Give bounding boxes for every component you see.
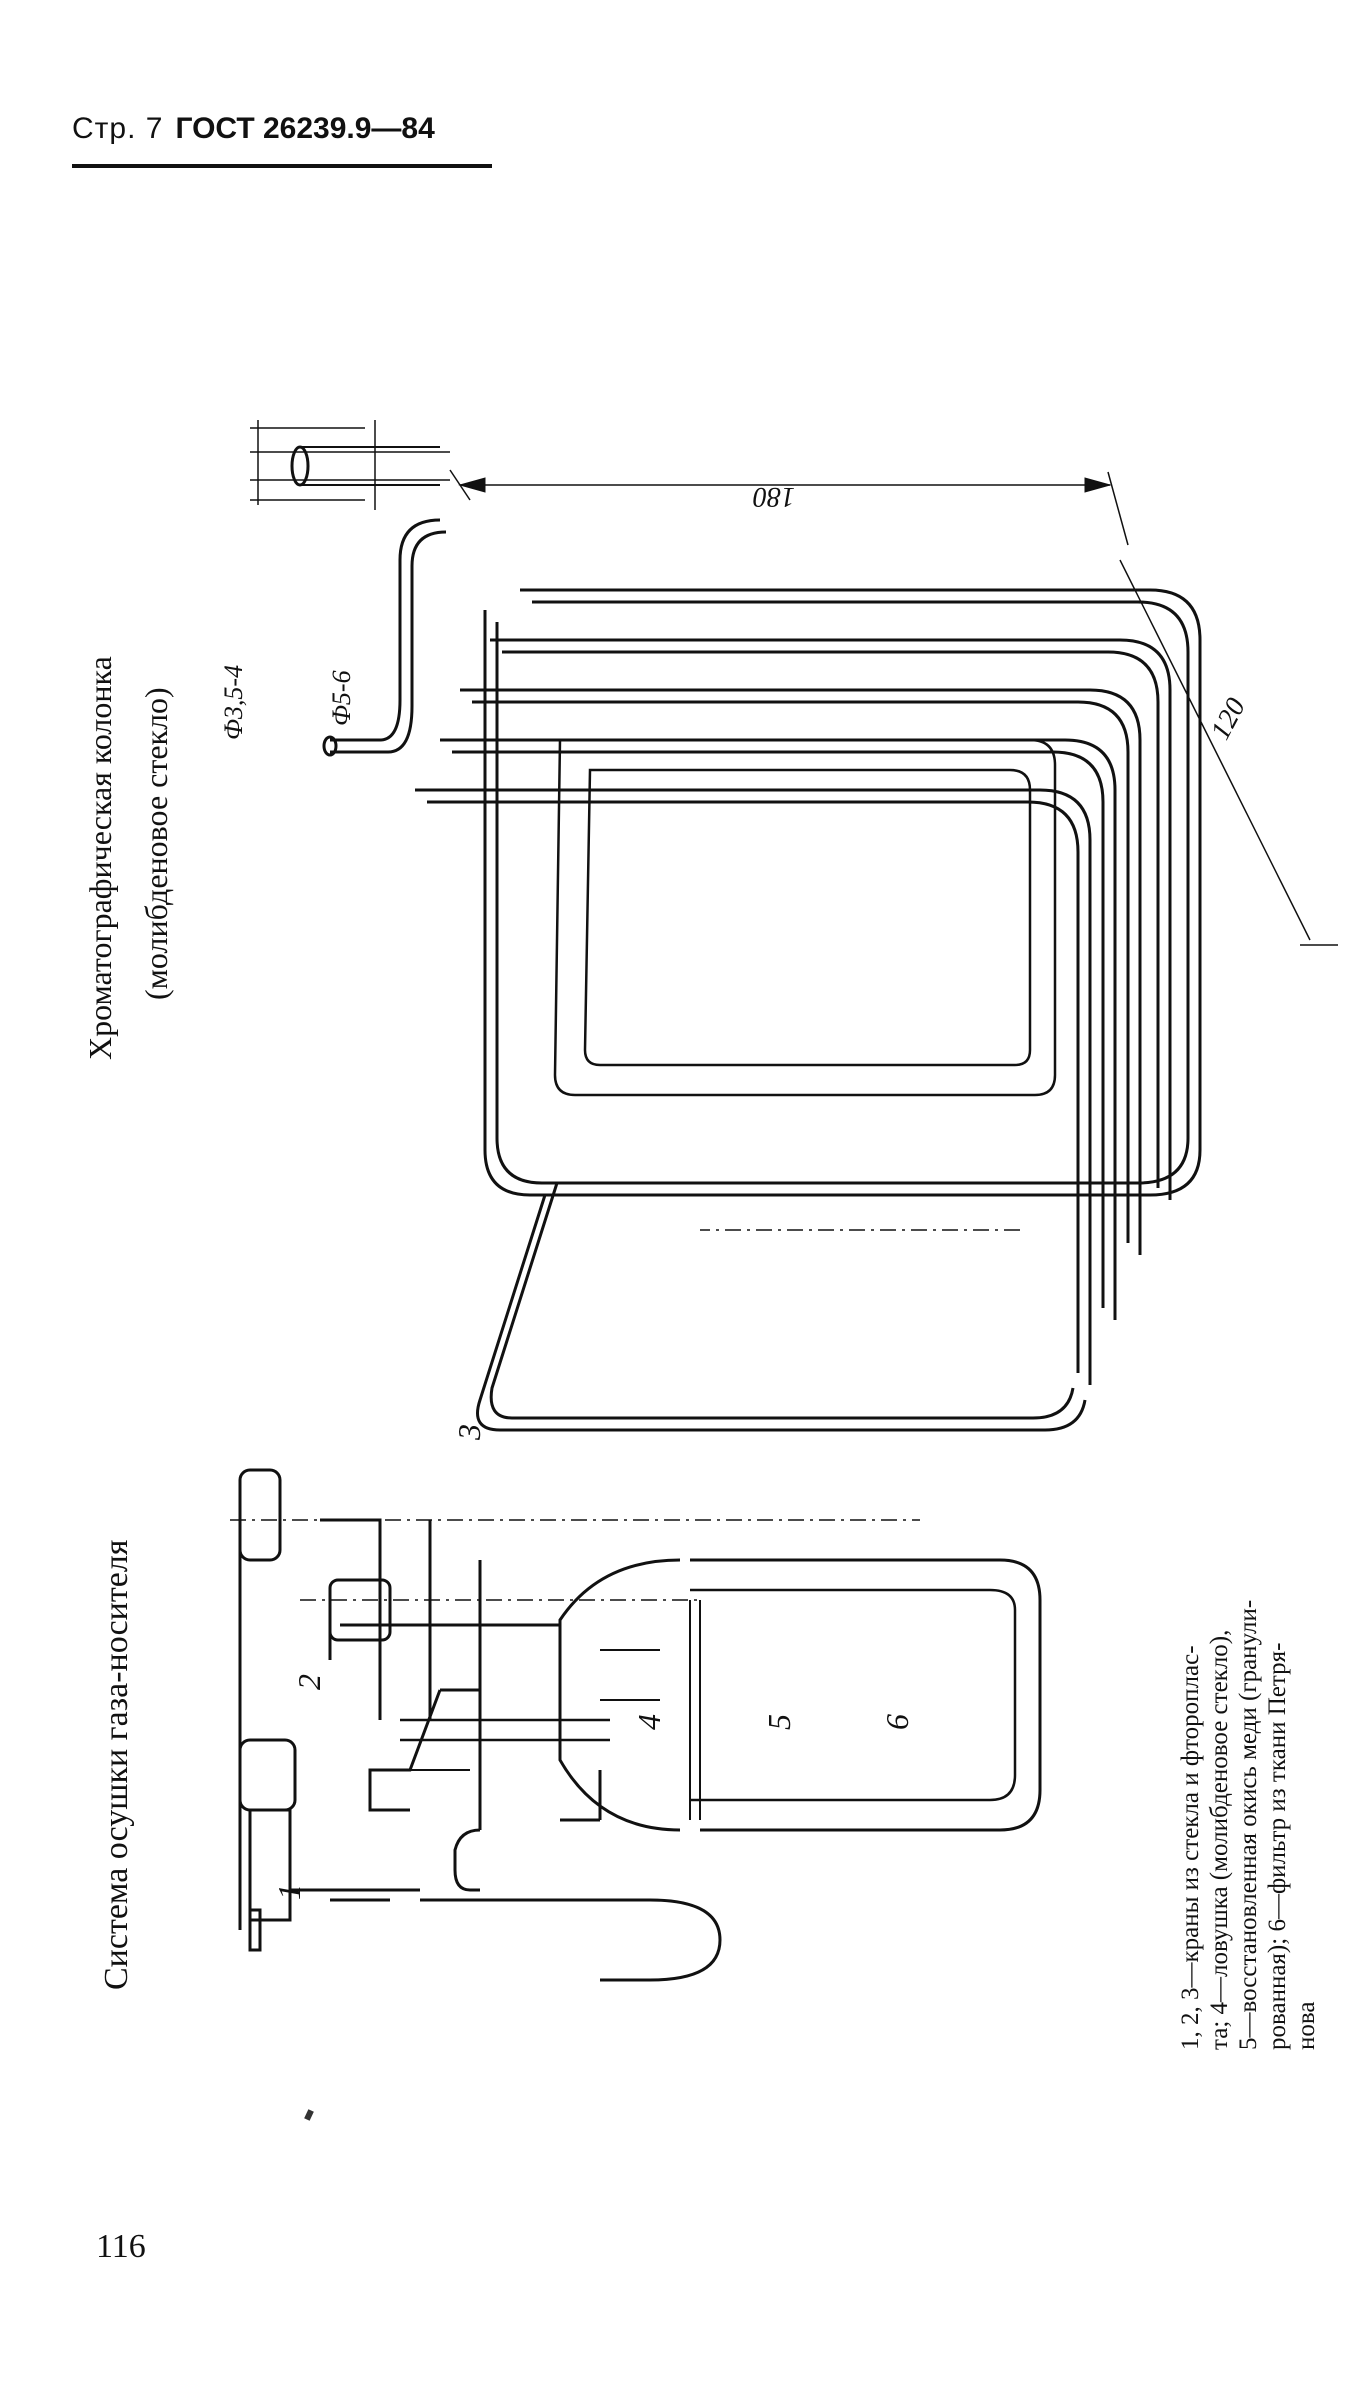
- inner-diameter-dimension: Ф3,5-4: [219, 665, 248, 740]
- callout-2: 2: [291, 1674, 327, 1690]
- width-dimension: 120: [1205, 693, 1252, 745]
- callout-1: 1: [271, 1884, 307, 1900]
- page-number: 116: [96, 2228, 146, 2265]
- page-label: Стр. 7: [72, 112, 164, 145]
- chromatographic-column-drawing: [250, 420, 1338, 1432]
- page-header: Стр. 7 ГОСТ 26239.9—84: [72, 112, 492, 172]
- header-rule: [72, 164, 492, 168]
- length-dimension: 180: [753, 481, 795, 512]
- callout-5: 5: [761, 1714, 797, 1730]
- outer-diameter-dimension: Ф5-6: [327, 670, 356, 726]
- standard-number: ГОСТ 26239.9—84: [175, 112, 435, 145]
- callout-3: 3: [451, 1424, 487, 1441]
- drying-system-drawing: [230, 1229, 1042, 1982]
- callout-6: 6: [879, 1714, 915, 1730]
- callout-4: 4: [631, 1714, 667, 1730]
